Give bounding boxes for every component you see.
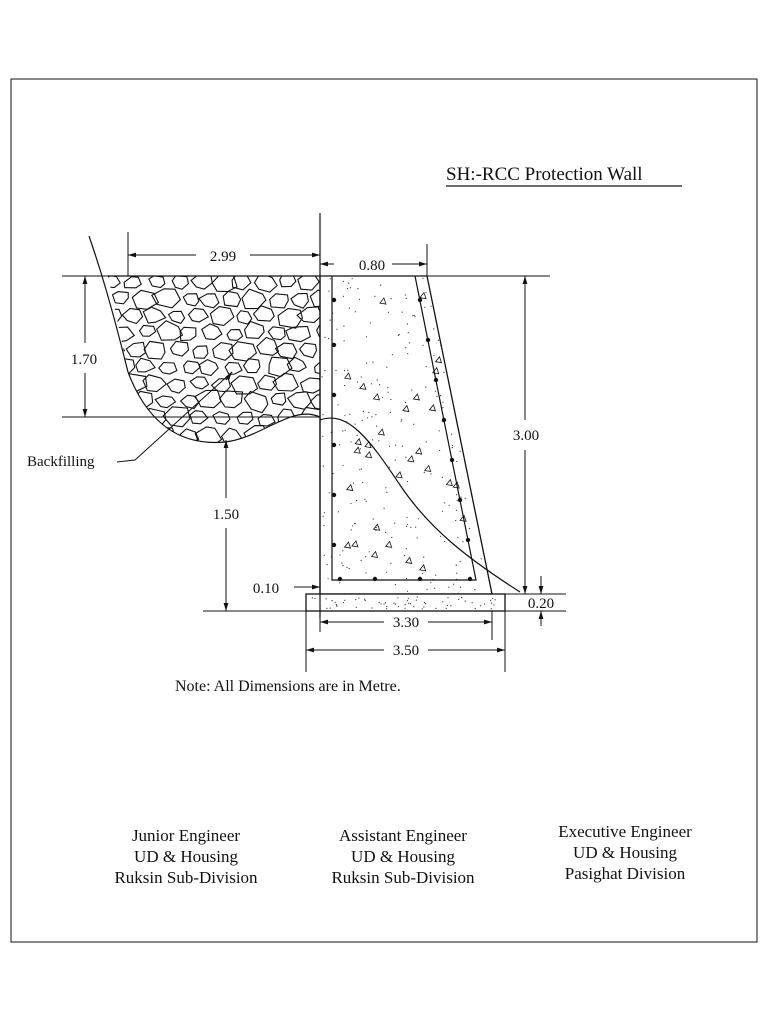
svg-text:0.10: 0.10: [253, 581, 279, 597]
rcc-wall: [319, 275, 493, 595]
signatory-title: Executive Engineer: [558, 822, 692, 841]
signatory-junior-engineer: Junior Engineer UD & Housing Ruksin Sub-…: [86, 825, 286, 888]
svg-text:3.30: 3.30: [393, 615, 419, 631]
dim-backfill-height: 1.70: [71, 276, 97, 417]
signatory-title: Assistant Engineer: [339, 826, 467, 845]
footing-slab: [305, 593, 506, 612]
backfill-callout: Backfilling: [27, 371, 233, 470]
dim-wall-base: 3.30: [320, 615, 492, 631]
svg-text:Backfilling: Backfilling: [27, 454, 95, 470]
dim-base-thickness: 0.20: [528, 576, 554, 626]
svg-text:1.70: 1.70: [71, 352, 97, 368]
dim-wall-height: 3.00: [513, 276, 539, 594]
svg-text:0.20: 0.20: [528, 596, 554, 612]
svg-text:1.50: 1.50: [213, 507, 239, 523]
drawing-title: SH:-RCC Protection Wall: [446, 164, 643, 185]
svg-text:3.50: 3.50: [393, 643, 419, 659]
signatory-title: Junior Engineer: [131, 826, 241, 845]
dim-backfill-width: 2.99: [128, 249, 320, 265]
signatory-dept: UD & Housing: [134, 847, 238, 866]
signatory-dept: UD & Housing: [351, 847, 455, 866]
sheet-border: [10, 78, 758, 943]
signatory-executive-engineer: Executive Engineer UD & Housing Pasighat…: [525, 821, 725, 884]
signatory-office: Ruksin Sub-Division: [331, 868, 475, 887]
signatory-office: Ruksin Sub-Division: [114, 868, 258, 887]
earth-profile-curve: [319, 417, 521, 593]
signatory-dept: UD & Housing: [573, 843, 677, 862]
dim-lower-height: 1.50: [213, 440, 239, 611]
dim-top-width: 0.80: [320, 258, 427, 274]
dim-cover: 0.10: [253, 581, 320, 597]
dimension-note: Note: All Dimensions are in Metre.: [175, 678, 401, 695]
signatory-office: Pasighat Division: [564, 864, 686, 883]
svg-text:3.00: 3.00: [513, 428, 539, 444]
stone-backfill: [88, 235, 321, 444]
svg-text:0.80: 0.80: [359, 258, 385, 274]
dim-footing-width: 3.50: [306, 643, 505, 659]
svg-text:2.99: 2.99: [210, 249, 236, 265]
signatory-assistant-engineer: Assistant Engineer UD & Housing Ruksin S…: [303, 825, 503, 888]
